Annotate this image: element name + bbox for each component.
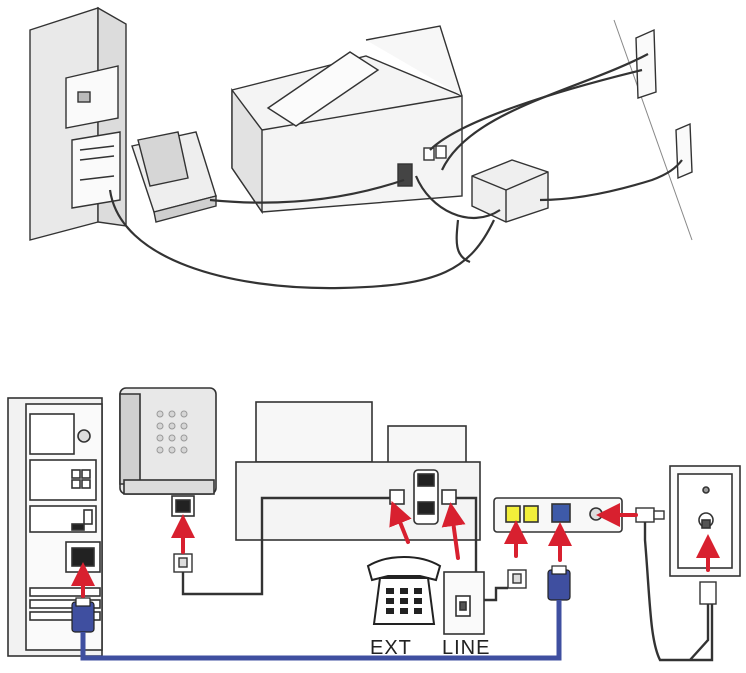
ethernet-cable [80, 600, 562, 661]
line-label: LINE [442, 637, 490, 659]
arrow-ext-port [389, 500, 412, 544]
ext-label: EXT [370, 637, 412, 659]
computer-ethernet-port [71, 547, 95, 567]
top-illustration [29, 6, 693, 290]
ethernet-plug-modem [547, 565, 571, 601]
arrow-line-port [441, 502, 466, 560]
phone-plug-right [507, 569, 527, 589]
wall-jacks-3d [613, 19, 693, 241]
phone-plug-left [173, 553, 193, 573]
ext-phone-icon [366, 556, 442, 625]
telephone-3d [131, 131, 217, 223]
modem-3d [471, 159, 549, 223]
printer-3d [231, 25, 463, 215]
red-arrows [71, 500, 720, 598]
ethernet-plug-computer [71, 597, 95, 633]
dsl-modem [493, 497, 623, 533]
line-splitter [443, 571, 485, 635]
modem-phone-port-1 [505, 505, 521, 523]
usb-ports-icon [71, 469, 91, 489]
computer-tower-3d [29, 6, 127, 241]
wall-jack [669, 465, 741, 577]
printer-ext-port [389, 489, 405, 505]
top-cables [108, 53, 683, 290]
modem-ethernet-port [551, 503, 571, 523]
printer [235, 401, 481, 541]
printer-line-port [441, 489, 457, 505]
telephone [119, 387, 217, 517]
modem-phone-port-2 [523, 505, 539, 523]
phone-keypad-icon [156, 410, 188, 454]
